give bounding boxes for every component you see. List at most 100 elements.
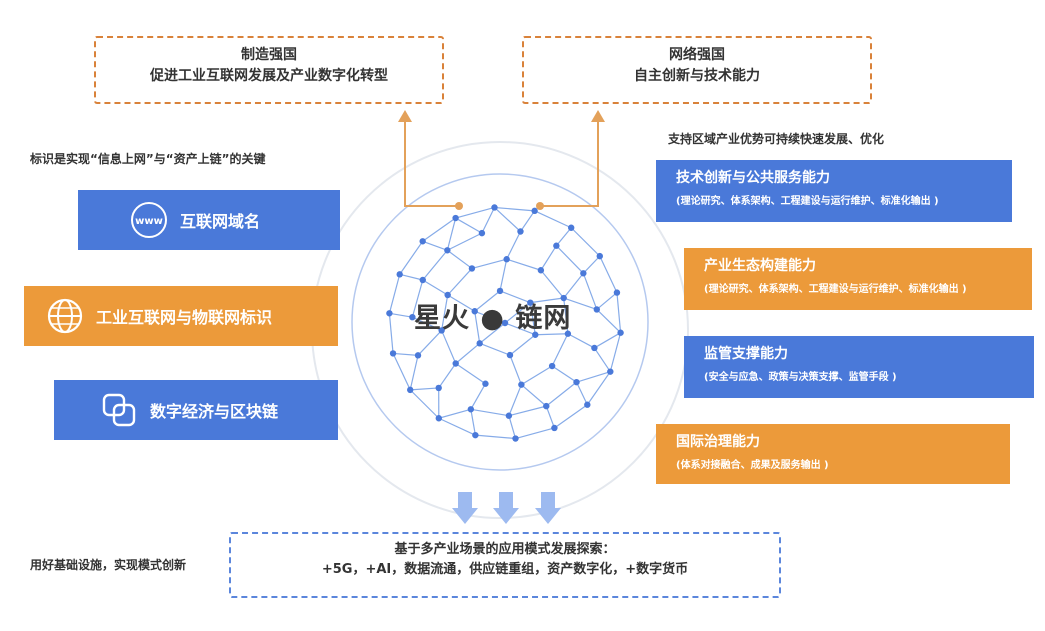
network-link: [455, 206, 495, 219]
network-link: [494, 206, 535, 212]
svg-text:www: www: [135, 216, 163, 227]
network-link: [586, 371, 611, 406]
overlapping-squares-icon: [102, 393, 136, 427]
network-node: [478, 229, 486, 237]
network-link: [509, 334, 536, 356]
network-link: [508, 415, 517, 439]
network-link: [422, 279, 448, 296]
left-item-blockchain: 数字经济与区块链: [54, 380, 338, 440]
right-item-subtitle: (理论研究、体系架构、工程建设与运行维护、标准化输出 ): [704, 284, 967, 295]
network-node: [409, 313, 416, 321]
network-link: [411, 279, 424, 318]
www-icon: www: [131, 202, 167, 238]
network-node: [531, 207, 538, 215]
network-node: [491, 204, 498, 211]
network-node: [503, 256, 510, 263]
right-item-regulation: 监管支撑能力 (安全与应急、政策与决策支撑、监管手段 ): [684, 336, 1034, 398]
network-link: [389, 312, 413, 318]
network-link: [455, 342, 481, 364]
left-item-industrial-id: 工业互联网与物联网标识: [24, 286, 338, 346]
network-link: [515, 427, 555, 440]
network-link: [582, 273, 598, 310]
network-link: [609, 332, 622, 372]
network-link: [576, 371, 611, 383]
network-link: [422, 240, 448, 251]
network-node: [560, 294, 567, 302]
network-link: [393, 352, 419, 356]
network-link: [417, 330, 443, 356]
network-node: [564, 330, 572, 337]
network-node: [438, 327, 445, 334]
network-node: [517, 228, 524, 235]
network-node: [543, 402, 550, 410]
network-node: [435, 415, 443, 422]
network-link: [470, 383, 486, 410]
network-link: [392, 353, 411, 391]
network-link: [446, 249, 473, 269]
network-node: [591, 344, 598, 352]
network-node: [444, 291, 451, 299]
network-node: [444, 247, 451, 254]
network-link: [563, 297, 569, 334]
top-box-network: 网络强国 自主创新与技术能力: [522, 36, 872, 104]
network-link: [410, 387, 439, 391]
bottom-note: 用好基础设施，实现模式创新: [30, 558, 187, 572]
network-link: [388, 274, 401, 314]
network-node: [607, 368, 614, 375]
arrow-down-icon: [535, 492, 561, 524]
network-node: [452, 214, 459, 222]
network-link: [455, 217, 483, 234]
network-node: [551, 424, 558, 432]
arrow-up-left-icon: [398, 110, 412, 122]
network-link: [567, 333, 595, 349]
right-item-title: 技术创新与公共服务能力: [676, 170, 830, 186]
network-node: [518, 381, 525, 388]
network-node: [472, 431, 479, 439]
left-item-label: 互联网域名: [180, 212, 261, 231]
right-item-title: 产业生态构建能力: [704, 258, 816, 274]
left-item-label: 数字经济与区块链: [150, 402, 279, 421]
network-link: [474, 311, 481, 344]
network-node: [573, 378, 580, 386]
network-node: [537, 267, 545, 274]
network-link: [470, 408, 509, 417]
arrow-up-right-icon: [591, 110, 605, 122]
center-label: 星火 ● 链网: [414, 303, 572, 334]
network-link: [519, 210, 536, 232]
connector-dot-left: [455, 202, 463, 210]
network-node: [617, 329, 624, 336]
arrow-down-icon: [452, 492, 478, 524]
right-item-tech-innovation: 技术创新与公共服务能力 (理论研究、体系架构、工程建设与运行维护、标准化输出 ): [656, 160, 1012, 222]
network-link: [554, 404, 588, 429]
right-item-title: 监管支撑能力: [704, 346, 788, 362]
network-link: [596, 309, 622, 334]
network-link: [551, 365, 577, 383]
network-node: [501, 319, 509, 327]
inner-ring: [351, 173, 649, 471]
network-link: [563, 272, 584, 299]
network-node: [496, 287, 504, 295]
network-node: [512, 435, 519, 442]
top-box-manufacturing: 制造强国 促进工业互联网发展及产业数字化转型: [94, 36, 444, 104]
network-node: [407, 386, 414, 394]
network-link: [535, 333, 568, 336]
network-node: [468, 265, 476, 272]
network-link: [438, 408, 472, 419]
network-link: [582, 255, 601, 274]
network-link: [422, 217, 456, 242]
network-node: [419, 238, 426, 245]
network-link: [494, 207, 521, 232]
network-link: [399, 240, 424, 275]
left-item-domain: www 互联网域名: [78, 190, 340, 250]
left-note: 标识是实现“信息上网”与“资产上链”的关键: [30, 152, 266, 166]
network-link: [479, 342, 511, 356]
network-link: [596, 292, 618, 310]
network-link: [508, 405, 547, 417]
network-link: [446, 217, 457, 251]
network-link: [563, 297, 597, 311]
network-sphere-graphic: [386, 204, 624, 442]
bottom-box-list: +5G，+AI，数据流通，供应链重组，资产数字化，+数字货币: [321, 562, 689, 577]
network-node: [596, 252, 603, 260]
network-link: [388, 313, 394, 354]
